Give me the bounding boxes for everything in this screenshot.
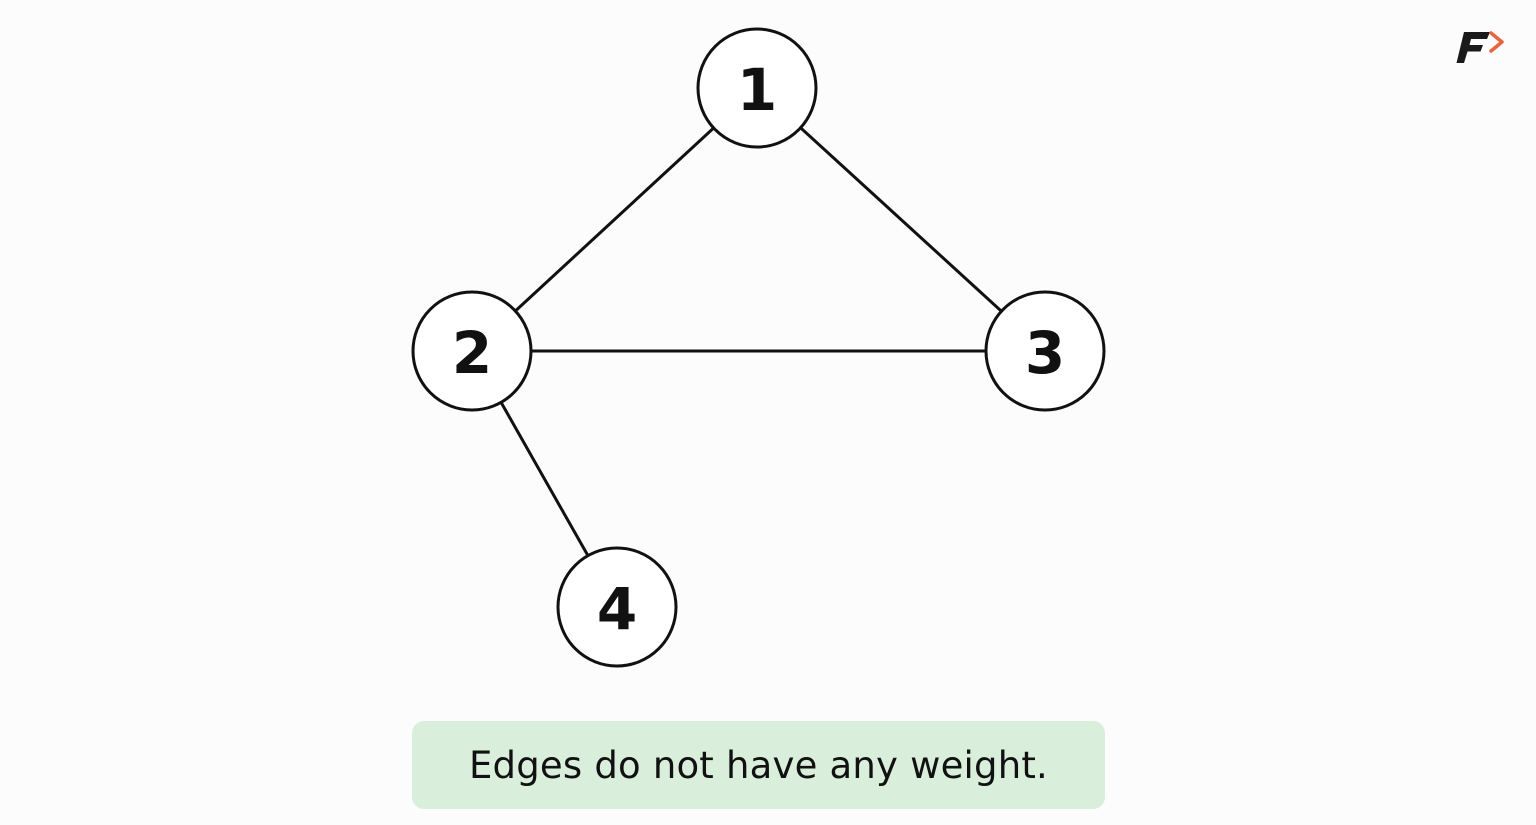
node-label: 3: [1025, 319, 1065, 387]
node-label: 4: [597, 575, 637, 643]
edge-1-2: [513, 126, 716, 313]
node-circle: [411, 290, 533, 412]
caption-box: Edges do not have any weight.: [412, 721, 1105, 809]
node-2: 2: [411, 290, 533, 412]
brand-logo-icon: [1454, 28, 1506, 68]
node-1: 1: [696, 27, 818, 149]
node-circle: [696, 27, 818, 149]
edge-1-3: [799, 126, 1003, 313]
edge-2-4: [499, 400, 590, 558]
node-3: 3: [984, 290, 1106, 412]
nodes-layer: 1 2 3 4: [411, 27, 1106, 668]
logo-chevron-shape: [1489, 31, 1504, 53]
logo-letter-f-shape: [1456, 32, 1490, 63]
edges-layer: [499, 126, 1003, 558]
caption-text: Edges do not have any weight.: [468, 743, 1049, 787]
node-4: 4: [556, 546, 678, 668]
node-circle: [984, 290, 1106, 412]
node-label: 1: [737, 56, 777, 124]
node-label: 2: [452, 319, 492, 387]
node-circle: [556, 546, 678, 668]
